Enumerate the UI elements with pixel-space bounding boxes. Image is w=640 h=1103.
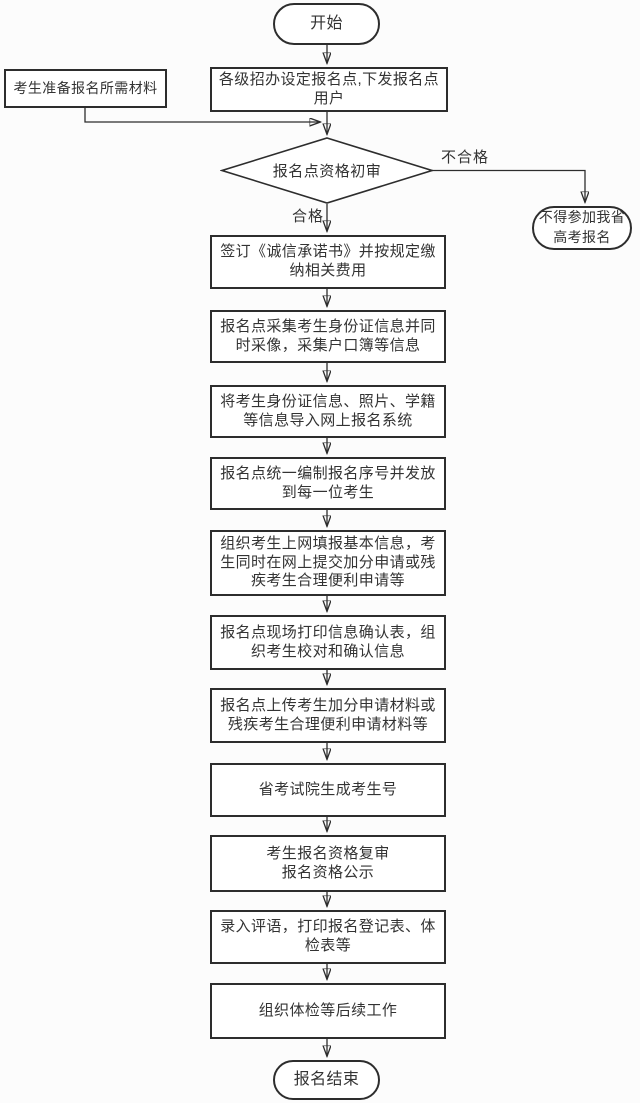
- step-import-info-box: 将考生身份证信息、照片、学籍 等信息导入网上报名系统: [210, 385, 446, 438]
- step-sign-commitment-box: 签订《诚信承诺书》并按规定缴 纳相关费用: [210, 235, 446, 289]
- connector-prepare-to-flow: [84, 108, 320, 122]
- step-serial-number-box: 报名点统一编制报名序号并发放 到每一位考生: [210, 457, 446, 510]
- connector-decision-fail: [432, 169, 585, 203]
- step-comments-print-forms-box: 录入评语，打印报名登记表、体 检表等: [210, 910, 446, 964]
- end-node: 报名结束: [273, 1060, 380, 1100]
- pass-branch-label: 合格: [292, 208, 325, 225]
- prepare-materials-box: 考生准备报名所需材料: [4, 69, 167, 108]
- start-node: 开始: [273, 3, 380, 45]
- reject-node: 不得参加我省 高考报名: [532, 206, 632, 250]
- setup-registration-points-box: 各级招办设定报名点,下发报名点 用户: [210, 67, 448, 112]
- step-online-fill-info-box: 组织考生上网填报基本信息，考 生同时在网上提交加分申请或残 疾考生合理便利申请等: [210, 530, 446, 596]
- step-collect-id-info-box: 报名点采集考生身份证信息并同 时采像，采集户口簿等信息: [210, 310, 446, 363]
- diamond-shape: [220, 137, 434, 204]
- step-qualification-recheck-box: 考生报名资格复审 报名资格公示: [210, 835, 446, 892]
- step-generate-number-box: 省考试院生成考生号: [210, 763, 446, 817]
- decision-label: 报名点资格初审: [272, 163, 382, 180]
- step-upload-materials-box: 报名点上传考生加分申请材料或 残疾考生合理便利申请材料等: [210, 688, 446, 743]
- qualification-review-diamond: 报名点资格初审: [220, 137, 434, 204]
- fail-branch-label: 不合格: [441, 149, 490, 166]
- step-print-confirmation-box: 报名点现场打印信息确认表，组 织考生校对和确认信息: [210, 615, 446, 670]
- step-physical-exam-box: 组织体检等后续工作: [210, 983, 446, 1039]
